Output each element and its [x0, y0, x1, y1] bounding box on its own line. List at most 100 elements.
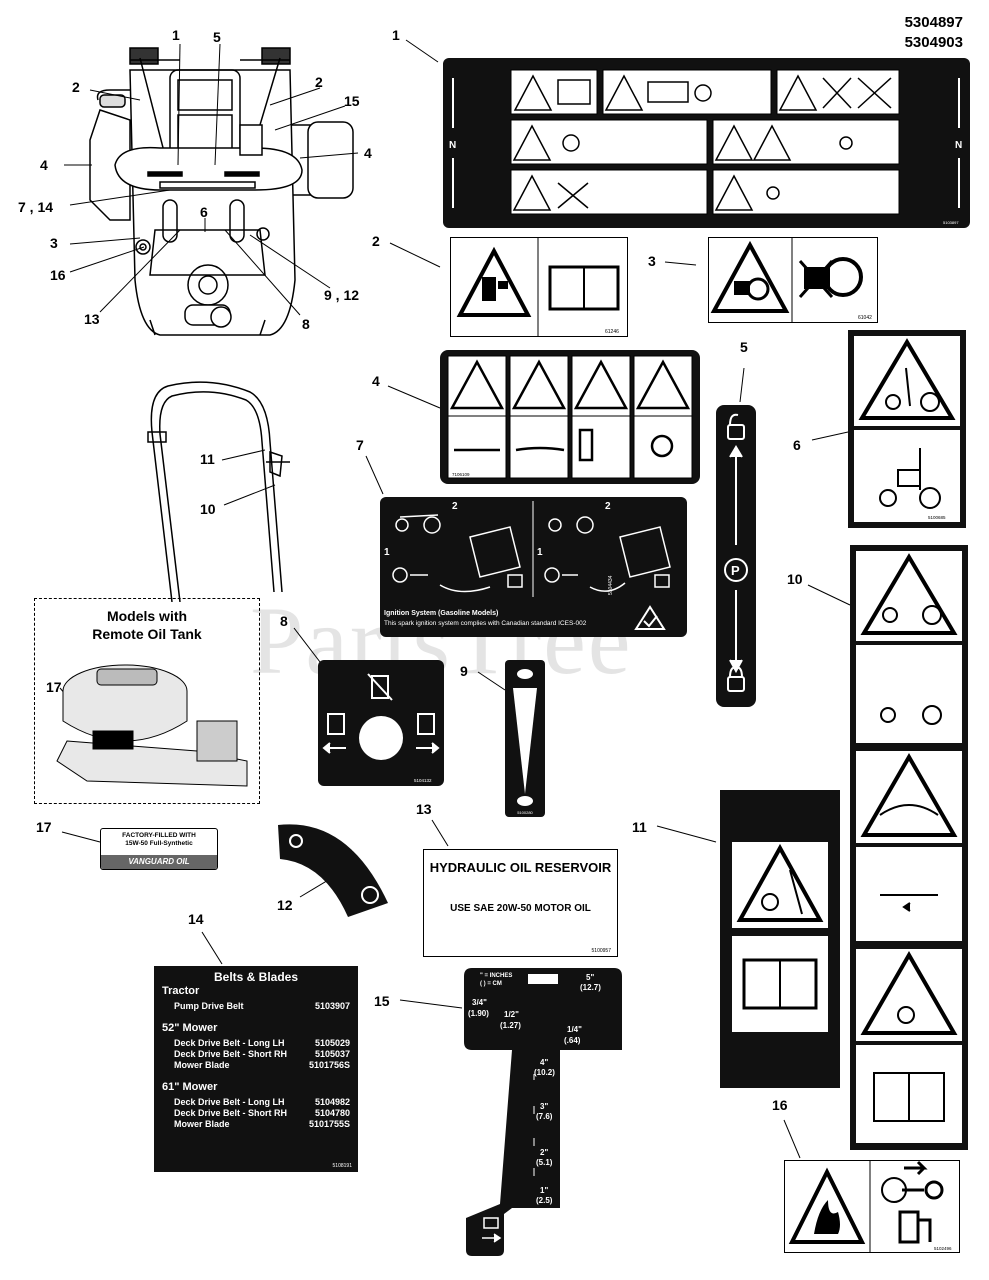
svg-text:N: N	[449, 140, 456, 151]
hydraulic-code: 5100957	[591, 948, 611, 954]
decal-17-factory-filled: FACTORY-FILLED WITH 15W-50 Full-Syntheti…	[100, 828, 218, 870]
callout-decal-9: 9	[460, 663, 468, 679]
height-4in-cm: (10.2)	[534, 1068, 555, 1077]
height-legend-2: ( ) = CM	[480, 981, 502, 987]
remote-oil-caption-2: Remote Oil Tank	[92, 626, 202, 642]
callout-decal-7: 7	[356, 437, 364, 453]
height-5in: 5"	[586, 973, 595, 982]
svg-text:P: P	[731, 563, 740, 578]
callout-6: 6	[200, 204, 208, 220]
ignition-code: 5104434	[608, 575, 614, 595]
decal-7-ignition: 2 1 2 1 Ignition System (Gasoline Models…	[380, 497, 687, 637]
callout-handle-10: 10	[200, 501, 216, 517]
oil-line-2: 15W-50 Full-Synthetic	[125, 840, 193, 847]
decal-8-fuel-selector: 5104132	[318, 660, 444, 786]
callout-decal-14: 14	[188, 911, 204, 927]
oil-tank-drawing	[56, 664, 248, 787]
callout-2-left: 2	[72, 79, 80, 95]
height-3in-cm: (7.6)	[536, 1112, 553, 1121]
height-2in: 2"	[540, 1148, 549, 1157]
callout-decal-12: 12	[277, 897, 293, 913]
callout-4-left: 4	[40, 157, 48, 173]
belts-code: 5108191	[332, 1163, 352, 1169]
callout-decal-8: 8	[280, 613, 288, 629]
decal-6-code: 5100685	[928, 515, 946, 520]
decal-5-park-brake: P	[716, 405, 756, 707]
decal-6-rollover: 5100685	[848, 330, 966, 528]
callout-15: 15	[344, 93, 360, 109]
height-14in-cm: (.64)	[564, 1036, 581, 1045]
section-tractor: Tractor	[162, 985, 200, 997]
callout-8: 8	[302, 316, 310, 332]
callout-1: 1	[172, 27, 180, 43]
height-1in: 1"	[540, 1186, 549, 1195]
height-2in-cm: (5.1)	[536, 1158, 553, 1167]
height-34in: 3/4"	[472, 998, 487, 1007]
callout-decal-2: 2	[372, 233, 380, 249]
ignition-step-1-right: 1	[537, 547, 543, 558]
decal-1-code: 5103897	[943, 220, 959, 225]
callout-7-14: 7 , 14	[18, 199, 54, 215]
remote-oil-tank-panel: Models with Remote Oil Tank	[34, 598, 260, 804]
callout-decal-16: 16	[772, 1097, 788, 1113]
compliance-mark-icon	[634, 605, 666, 630]
decal-3-code: 61042	[858, 315, 872, 321]
ignition-title: Ignition System (Gasoline Models)	[384, 610, 499, 617]
callout-decal-4: 4	[372, 373, 380, 389]
oil-brand: VANGUARD OIL	[101, 855, 217, 869]
callout-decal-15: 15	[374, 993, 390, 1009]
decal-13-hydraulic-reservoir: HYDRAULIC OIL RESERVOIR USE SAE 20W-50 M…	[423, 849, 618, 957]
ignition-step-1-left: 1	[384, 547, 390, 558]
callout-3: 3	[50, 235, 58, 251]
hydraulic-text: USE SAE 20W-50 MOTOR OIL	[450, 903, 591, 914]
decal-16-code: 5102496	[934, 1246, 952, 1251]
callout-decal-1: 1	[392, 27, 400, 43]
decal-9-code: 5100280	[517, 810, 533, 815]
tractor-top-view	[89, 47, 354, 336]
belts-title: Belts & Blades	[213, 970, 299, 984]
height-1in-cm: (2.5)	[536, 1196, 553, 1205]
callout-decal-10: 10	[787, 571, 803, 587]
decal-16-fire-hazard: 5102496	[784, 1160, 960, 1253]
part-number-2: 5304903	[904, 34, 963, 51]
decal-1-warning-strip: N N	[443, 58, 970, 228]
callout-decal-5: 5	[740, 339, 748, 355]
height-12in: 1/2"	[504, 1010, 519, 1019]
oil-line-1: FACTORY-FILLED WITH	[122, 832, 196, 839]
hydraulic-title: HYDRAULIC OIL RESERVOIR	[429, 860, 612, 875]
section-61-mower: 61" Mower	[162, 1081, 218, 1093]
decal-4-mower-warnings: 7106109	[440, 350, 700, 484]
callout-decal-11: 11	[632, 819, 647, 835]
callout-9-12: 9 , 12	[324, 287, 360, 303]
decal-11-rollover-read-manual	[720, 790, 840, 1088]
callout-handle-11: 11	[200, 451, 215, 467]
callout-4-right: 4	[364, 145, 372, 161]
decal-4-code: 7106109	[452, 472, 470, 477]
decal-15-cut-height-gauge	[464, 968, 622, 1256]
height-5in-cm: (12.7)	[580, 983, 601, 992]
callout-decal-6: 6	[793, 437, 801, 453]
decal-9-throttle: 5100280	[505, 660, 545, 817]
height-3in: 3"	[540, 1102, 549, 1111]
callout-16: 16	[50, 267, 66, 283]
ignition-text: This spark ignition system complies with…	[384, 620, 587, 627]
height-4in: 4"	[540, 1058, 549, 1067]
callout-2-right: 2	[315, 74, 323, 90]
decal-2-crush-hazard: 61246	[450, 237, 628, 337]
section-52-mower: 52" Mower	[162, 1022, 218, 1034]
height-legend-1: " = INCHES	[480, 973, 513, 979]
height-14in: 1/4"	[567, 1025, 582, 1034]
height-12in-cm: (1.27)	[500, 1021, 521, 1030]
decal-3-belt-hazard: 61042	[708, 237, 878, 323]
decal-12-choke-arc	[278, 824, 388, 917]
callout-oil-17: 17	[46, 679, 62, 695]
